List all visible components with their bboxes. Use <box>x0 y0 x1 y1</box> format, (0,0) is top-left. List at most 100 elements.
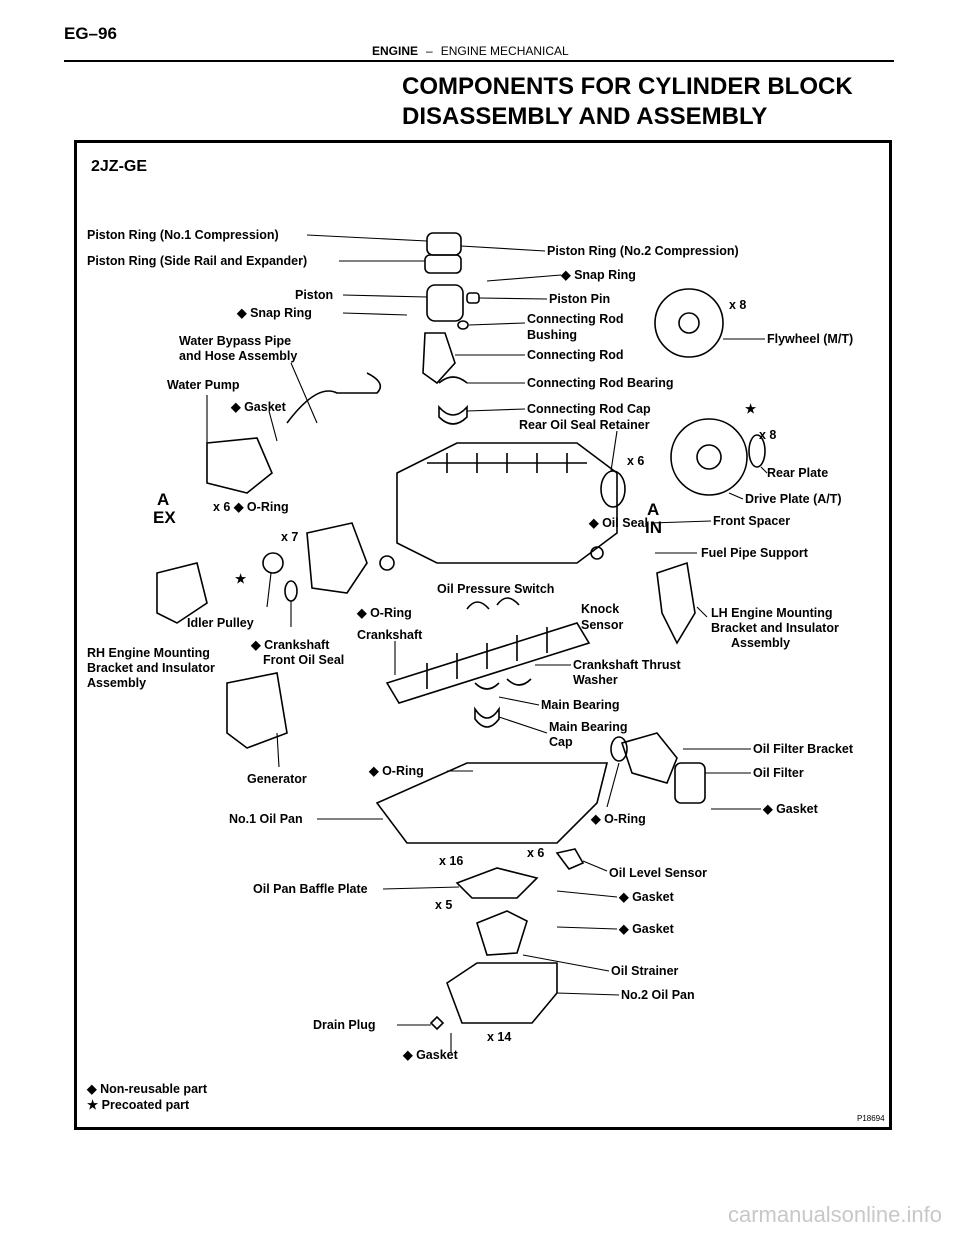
label-oring-pan: ◆ O-Ring <box>368 764 424 778</box>
label-piston-pin: Piston Pin <box>549 292 610 306</box>
label-x7: x 7 <box>281 530 298 544</box>
subsection-name: ENGINE MECHANICAL <box>440 44 569 58</box>
bushing-drawing <box>457 320 469 330</box>
drive-plate-hub-drawing <box>696 444 722 470</box>
label-conn-rod-bearing: Connecting Rod Bearing <box>527 376 674 390</box>
label-crank-thrust-2: Washer <box>573 673 618 687</box>
label-oil-pressure-switch: Oil Pressure Switch <box>437 582 554 596</box>
rear-plate-drawing <box>748 434 766 468</box>
label-piston: Piston <box>295 288 333 302</box>
drive-plate-drawing <box>670 418 748 496</box>
label-crank-front-seal-1: ◆ Crankshaft <box>250 638 330 652</box>
section-name: ENGINE <box>372 44 419 58</box>
label-crank-front-seal-2: Front Oil Seal <box>263 653 344 667</box>
leader-lines <box>206 234 768 1053</box>
label-rear-plate: Rear Plate <box>767 466 828 480</box>
label-conn-rod-cap: Connecting Rod Cap <box>527 402 651 416</box>
label-piston-ring-no2: Piston Ring (No.2 Compression) <box>547 244 739 258</box>
label-conn-rod-bushing-1: Connecting Rod <box>527 312 624 326</box>
label-generator: Generator <box>247 772 307 786</box>
label-oil-strainer: Oil Strainer <box>611 964 679 978</box>
label-a-ex-1: A <box>157 490 169 509</box>
label-crankshaft: Crankshaft <box>357 628 423 642</box>
header-rule <box>64 60 894 62</box>
piston-drawing <box>426 284 464 322</box>
label-lh-mount-1: LH Engine Mounting <box>711 606 833 620</box>
label-main-bearing: Main Bearing <box>541 698 620 712</box>
label-main-bearing-cap-1: Main Bearing <box>549 720 628 734</box>
label-front-spacer: Front Spacer <box>713 514 790 528</box>
idler-pulley-drawing <box>262 552 284 574</box>
label-rear-oil-seal-retainer: Rear Oil Seal Retainer <box>519 418 650 432</box>
filter-oring-drawing <box>610 736 628 762</box>
label-no2-oil-pan: No.2 Oil Pan <box>621 988 695 1002</box>
label-drain-plug: Drain Plug <box>313 1018 376 1032</box>
oil-level-sensor-drawing <box>555 848 585 870</box>
label-snap-ring-left: ◆ Snap Ring <box>236 306 312 320</box>
oil-pressure-switch-drawing <box>379 555 395 571</box>
label-baffle-plate: Oil Pan Baffle Plate <box>253 882 368 896</box>
label-star-idler: ★ <box>235 572 247 586</box>
label-piston-ring-side: Piston Ring (Side Rail and Expander) <box>87 254 307 268</box>
label-x5: x 5 <box>435 898 452 912</box>
title-line-1: COMPONENTS FOR CYLINDER BLOCK <box>402 73 853 100</box>
baffle-plate-drawing <box>455 867 539 899</box>
cylinder-block-drawing <box>396 442 618 564</box>
no1-oil-pan-drawing <box>375 762 609 844</box>
piston-ring-set-drawing <box>424 254 462 274</box>
label-snap-ring-top: ◆ Snap Ring <box>560 268 636 282</box>
label-conn-rod: Connecting Rod <box>527 348 624 362</box>
oil-filter-drawing <box>674 762 706 804</box>
main-bearing-drawing <box>474 678 532 690</box>
water-pump-drawing <box>206 437 273 494</box>
running-head: ENGINE–ENGINE MECHANICAL <box>372 44 569 58</box>
label-flywheel: Flywheel (M/T) <box>767 332 853 346</box>
page-title: COMPONENTS FOR CYLINDER BLOCK DISASSEMBL… <box>402 72 853 132</box>
label-rh-mount-2: Bracket and Insulator <box>87 661 215 675</box>
crankshaft-webs-drawing <box>426 627 548 689</box>
site-watermark: carmanualsonline.info <box>727 1202 942 1227</box>
label-no1-oil-pan: No.1 Oil Pan <box>229 812 303 826</box>
page-number: EG–96 <box>64 24 117 43</box>
label-oring-block: ◆ O-Ring <box>356 606 412 620</box>
label-drive-plate: Drive Plate (A/T) <box>745 492 842 506</box>
conn-rod-cap-drawing <box>438 404 468 425</box>
label-a-in-2: IN <box>645 518 662 537</box>
label-x16: x 16 <box>439 854 463 868</box>
piston-ring-drawing <box>426 232 462 256</box>
cylinder-bores-drawing <box>427 453 587 473</box>
legend-non-reusable: ◆ Non-reusable part <box>86 1082 208 1096</box>
label-lh-mount-3: Assembly <box>731 636 790 650</box>
label-rh-mount-1: RH Engine Mounting <box>87 646 210 660</box>
part-drawings <box>156 232 766 1031</box>
label-main-bearing-cap-2: Cap <box>549 735 573 749</box>
label-water-pump: Water Pump <box>167 378 240 392</box>
label-oil-seal: ◆ Oil Seal <box>588 516 648 530</box>
connecting-rod-drawing <box>422 332 456 385</box>
flywheel-hub-drawing <box>678 312 700 334</box>
thrust-washer-drawing <box>466 597 520 610</box>
conn-rod-bearing-drawing <box>438 376 468 384</box>
exploded-diagram: 2JZ-GE Piston Ring (No.1 Compression) Pi… <box>74 140 892 1130</box>
label-x8-flywheel: x 8 <box>729 298 746 312</box>
label-oil-filter: Oil Filter <box>753 766 804 780</box>
crank-front-seal-drawing <box>284 580 298 602</box>
section-separator: – <box>426 44 433 58</box>
label-oil-level-sensor: Oil Level Sensor <box>609 866 707 880</box>
label-lh-mount-2: Bracket and Insulator <box>711 621 839 635</box>
label-fuel-pipe-support: Fuel Pipe Support <box>701 546 809 560</box>
label-x6-pan: x 6 <box>527 846 544 860</box>
rear-oil-seal-retainer-drawing <box>600 470 626 508</box>
label-conn-rod-bushing-2: Bushing <box>527 328 577 342</box>
label-a-in-1: A <box>647 500 659 519</box>
label-x8-drive: x 8 <box>759 428 776 442</box>
main-bearing-cap-drawing <box>474 706 500 728</box>
label-water-bypass-2: and Hose Assembly <box>179 349 297 363</box>
label-a-ex-2: EX <box>153 508 176 527</box>
label-x14: x 14 <box>487 1030 511 1044</box>
piston-pin-drawing <box>466 292 480 304</box>
label-water-bypass-1: Water Bypass Pipe <box>179 334 291 348</box>
timing-cover-drawing <box>306 522 368 594</box>
label-gasket-sensor: ◆ Gasket <box>618 890 675 904</box>
oil-strainer-drawing <box>476 910 528 956</box>
